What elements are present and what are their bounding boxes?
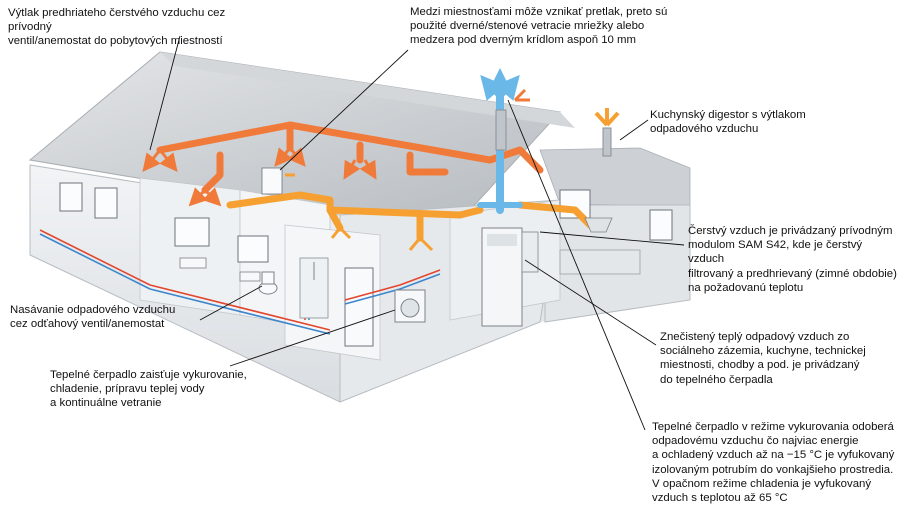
entry-door [344, 267, 374, 347]
fresh-air-arrows [142, 147, 377, 207]
label-kitchen-hood: Kuchynský digestor s výtlakom odpadového… [650, 109, 806, 136]
windows [59, 182, 673, 263]
supply-air-arrows [285, 173, 434, 252]
vent-stacks [495, 109, 612, 157]
label-heat-pump-modes: Tepelné čerpadlo v režime vykurovania od… [652, 421, 895, 505]
washing-machine-icon [394, 289, 426, 323]
fresh-air-intake-arrow [513, 88, 530, 102]
label-heat-pump-functions: Tepelné čerpadlo zaisťuje vykurovanie, c… [50, 369, 247, 410]
leader-lines [149, 35, 685, 431]
exhaust-outlet-arrows [480, 68, 520, 101]
toilet-icon [258, 271, 278, 295]
label-supply-module: Čerstvý vzduch je privádzaný prívodným m… [688, 225, 897, 294]
label-fresh-air-supply: Výtlak predhriateho čerstvého vzduchu ce… [8, 7, 226, 48]
heat-pump-unit-icon [481, 227, 539, 327]
kitchen-hood-icon [559, 217, 641, 275]
label-waste-air-to-heat-pump: Znečistený teplý odpadový vzduch zo soci… [660, 331, 866, 386]
label-exhaust-intake: Nasávanie odpadového vzduchu cez odťahov… [10, 304, 176, 331]
interior-door [261, 167, 283, 195]
shower-icon [299, 257, 329, 319]
radiator-icon [179, 257, 261, 282]
supply-air-duct [226, 191, 594, 242]
fresh-air-duct [156, 121, 544, 194]
label-room-overpressure: Medzi miestnosťami môže vznikať pretlak,… [410, 6, 668, 47]
kitchen-hood-arrows [594, 108, 620, 127]
doors [261, 167, 374, 347]
